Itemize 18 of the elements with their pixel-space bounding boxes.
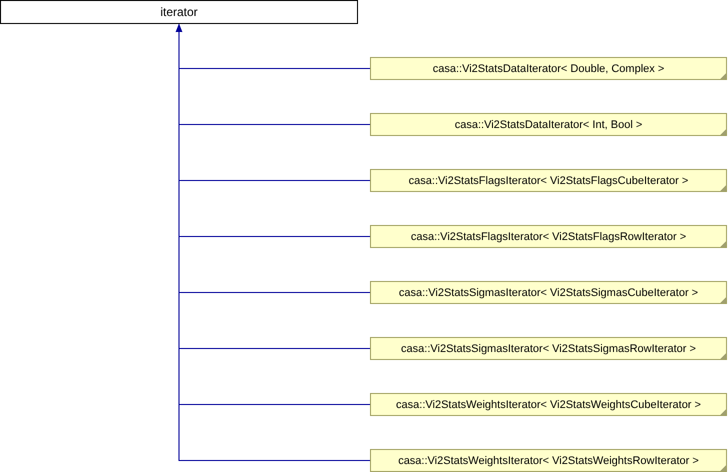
derived-class-box <box>370 449 727 472</box>
class-name: casa::Vi2StatsWeightsIterator< Vi2StatsWeightsRowIterator > <box>398 454 699 466</box>
class-name: iterator <box>160 5 198 19</box>
class-name: casa::Vi2StatsSigmasIterator< Vi2StatsSigmasCubeIterator > <box>398 286 698 298</box>
derived-class-box <box>370 337 727 360</box>
class-name: casa::Vi2StatsWeightsIterator< Vi2StatsWeightsCubeIterator > <box>396 398 701 410</box>
derived-class-box <box>370 393 727 416</box>
class-name: casa::Vi2StatsSigmasIterator< Vi2StatsSigmasRowIterator > <box>401 342 696 354</box>
derived-class-box <box>370 57 727 80</box>
derived-class-box <box>370 281 727 304</box>
derived-class-box <box>370 113 727 136</box>
class-name: casa::Vi2StatsFlagsIterator< Vi2StatsFlagsCubeIterator > <box>408 174 688 186</box>
class-name: casa::Vi2StatsDataIterator< Int, Bool > <box>454 118 642 130</box>
class-name: casa::Vi2StatsDataIterator< Double, Complex > <box>432 62 664 74</box>
derived-class-box <box>370 169 727 192</box>
base-class-box <box>0 0 358 24</box>
class-name: casa::Vi2StatsFlagsIterator< Vi2StatsFlagsRowIterator > <box>410 230 686 242</box>
derived-class-box <box>370 225 727 248</box>
